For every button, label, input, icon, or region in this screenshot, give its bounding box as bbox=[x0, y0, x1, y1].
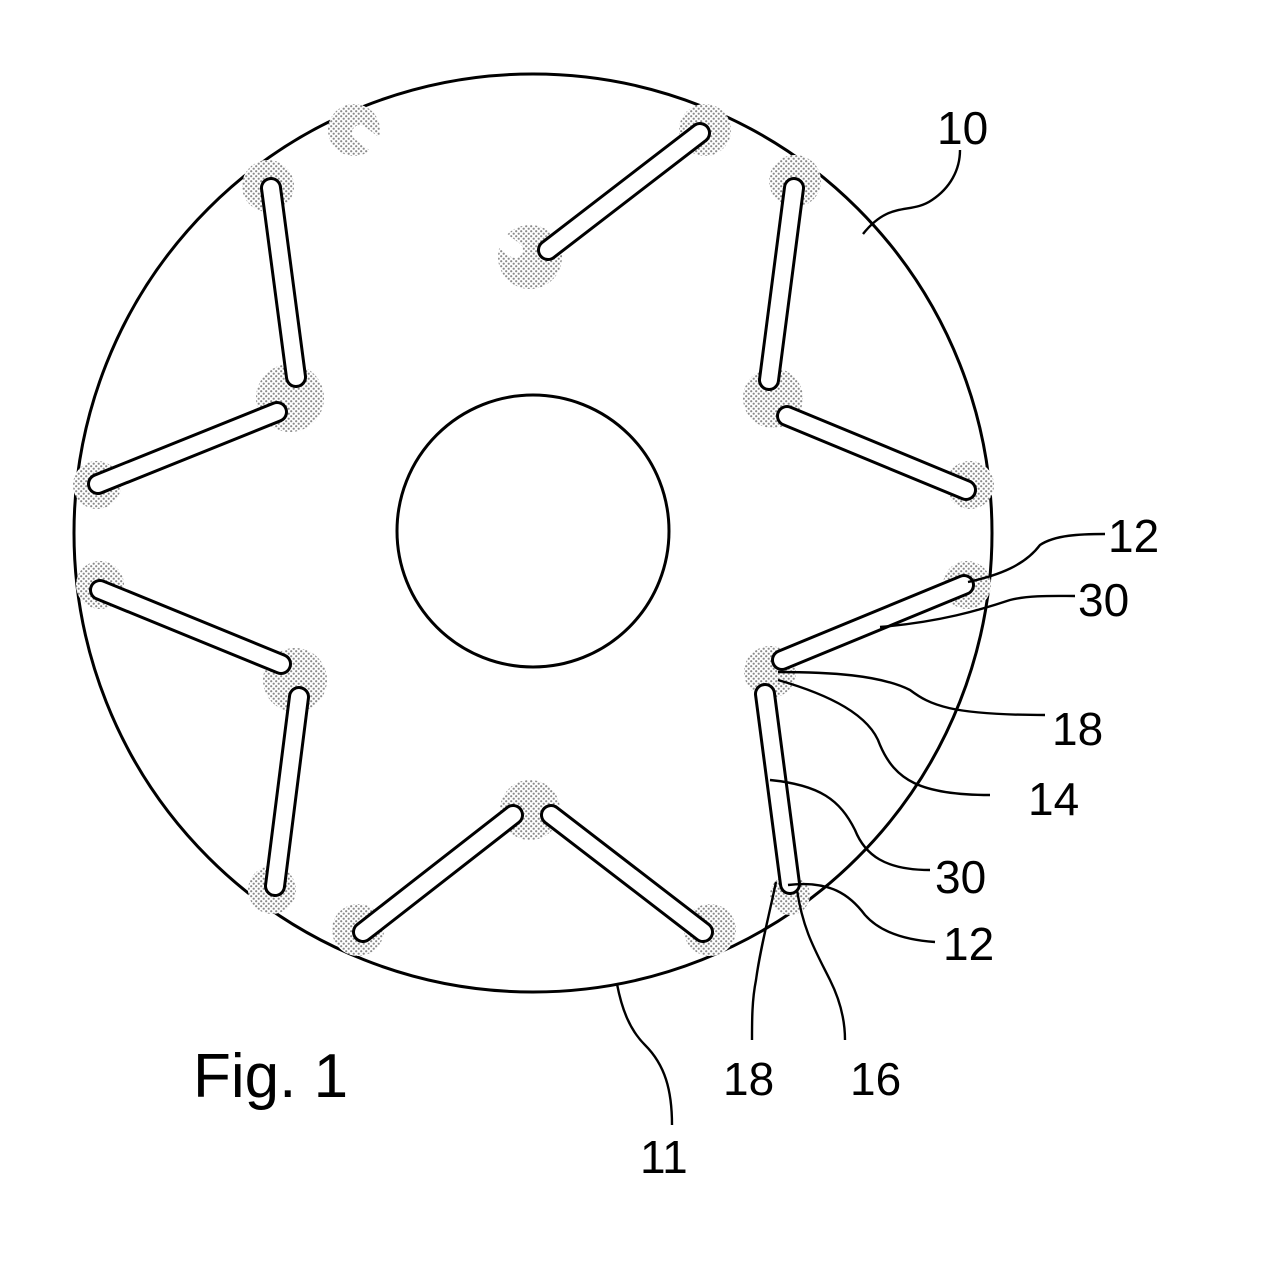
leader-lines bbox=[615, 149, 1106, 1126]
label-11: 11 bbox=[640, 1131, 688, 1183]
label-12-upper: 12 bbox=[1108, 510, 1159, 562]
magnet-slot-inner bbox=[263, 180, 304, 385]
magnet-slot-inner bbox=[757, 686, 798, 892]
label-18-right: 18 bbox=[1052, 703, 1103, 755]
magnet-slot-inner bbox=[774, 577, 972, 668]
label-16: 16 bbox=[850, 1053, 901, 1105]
magnet-slot-inner bbox=[543, 807, 711, 940]
shaft-bore-circle bbox=[395, 393, 671, 669]
leader-30-lower bbox=[769, 778, 931, 872]
leader-11 bbox=[615, 983, 674, 1126]
magnet-slot-inner bbox=[90, 404, 285, 492]
leader-18-bottom bbox=[750, 881, 778, 1041]
magnet-slot-inner bbox=[540, 125, 708, 258]
figure-caption: Fig. 1 bbox=[193, 1042, 348, 1111]
label-10: 10 bbox=[937, 102, 988, 154]
leader-16 bbox=[795, 889, 847, 1041]
magnet-slot-inner bbox=[352, 125, 523, 258]
magnet-slot-inner bbox=[267, 689, 307, 894]
label-30-lower: 30 bbox=[935, 851, 986, 903]
weld-zones bbox=[73, 104, 994, 956]
label-14: 14 bbox=[1028, 773, 1079, 825]
rotor-outer-circle bbox=[72, 72, 994, 994]
label-18-bottom: 18 bbox=[723, 1053, 774, 1105]
magnet-slot-inner bbox=[355, 807, 521, 940]
leader-12-lower bbox=[787, 882, 936, 944]
magnet-slots bbox=[87, 122, 977, 943]
label-30-upper: 30 bbox=[1078, 574, 1129, 626]
leader-14 bbox=[777, 678, 991, 797]
leader-18-right bbox=[777, 670, 1046, 717]
leader-12-upper bbox=[967, 532, 1106, 584]
leader-30-upper bbox=[879, 594, 1076, 629]
magnet-slot-inner bbox=[761, 180, 802, 388]
magnet-slot-inner bbox=[92, 582, 289, 672]
leader-10 bbox=[862, 149, 962, 235]
magnet-slot-inner bbox=[779, 408, 974, 498]
label-12-lower: 12 bbox=[943, 918, 994, 970]
